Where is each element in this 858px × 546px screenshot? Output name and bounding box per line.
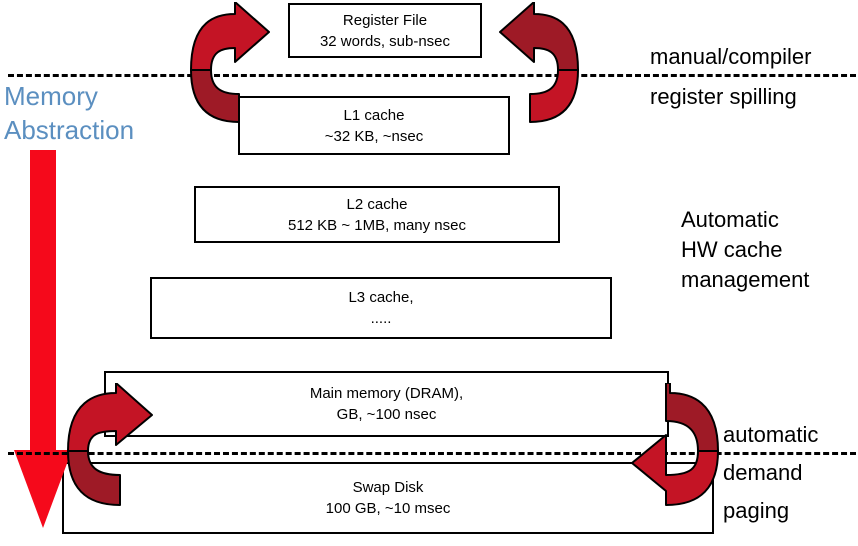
annotation-demand: demand — [723, 460, 803, 485]
l3-cache-title: L3 cache, — [348, 289, 414, 306]
down-arrow-icon — [14, 150, 72, 528]
boundary-line-dram-swap — [8, 452, 856, 455]
memory-abstraction-label: Memory Abstraction — [4, 79, 134, 147]
l2-cache-detail: 512 KB ~ 1MB, many nsec — [287, 216, 466, 234]
memory-level-l2-cache: L2 cache 512 KB ~ 1MB, many nsec — [194, 186, 560, 243]
memory-level-l1-cache: L1 cache ~32 KB, ~nsec — [238, 96, 510, 155]
memory-level-main-memory: Main memory (DRAM), GB, ~100 nsec — [104, 371, 669, 437]
transfer-arrow-register-l1-right — [499, 2, 579, 123]
main-memory-detail: GB, ~100 nsec — [336, 406, 437, 423]
annotation-auto-hw-line-3: management — [681, 267, 810, 292]
annotation-automatic: automatic — [723, 422, 819, 447]
boundary-line-register-l1 — [8, 74, 856, 77]
memory-abstraction-line-2: Abstraction — [4, 115, 135, 145]
memory-level-swap-disk: Swap Disk 100 GB, ~10 msec — [62, 462, 714, 534]
annotation-auto-hw-line-2: HW cache — [681, 237, 783, 262]
l2-cache-title: L2 cache — [346, 195, 408, 213]
register-file-title: Register File — [342, 11, 428, 29]
memory-level-l3-cache: L3 cache, ..... — [150, 277, 612, 339]
annotation-manual-compiler: manual/compiler — [650, 44, 812, 69]
transfer-arrow-dram-swap-right — [631, 383, 719, 506]
memory-level-register-file: Register File 32 words, sub-nsec — [288, 3, 482, 58]
swap-disk-title: Swap Disk — [352, 479, 424, 496]
annotation-auto-hw-line-1: Automatic — [681, 207, 779, 232]
transfer-arrow-register-l1-left — [190, 2, 270, 123]
transfer-arrow-register-l1-right-head — [494, 2, 586, 130]
l1-cache-detail: ~32 KB, ~nsec — [324, 127, 424, 145]
transfer-arrow-dram-swap-left — [67, 383, 153, 506]
register-file-detail: 32 words, sub-nsec — [319, 32, 451, 50]
memory-abstraction-line-1: Memory — [4, 81, 98, 111]
main-memory-title: Main memory (DRAM), — [309, 385, 464, 402]
annotation-automatic-hw-cache-management: Automatic HW cache management — [681, 205, 809, 295]
annotation-register-spilling: register spilling — [650, 84, 797, 109]
swap-disk-detail: 100 GB, ~10 msec — [325, 500, 451, 517]
l3-cache-detail: ..... — [370, 310, 392, 327]
annotation-paging: paging — [723, 498, 790, 523]
l1-cache-title: L1 cache — [343, 106, 405, 124]
